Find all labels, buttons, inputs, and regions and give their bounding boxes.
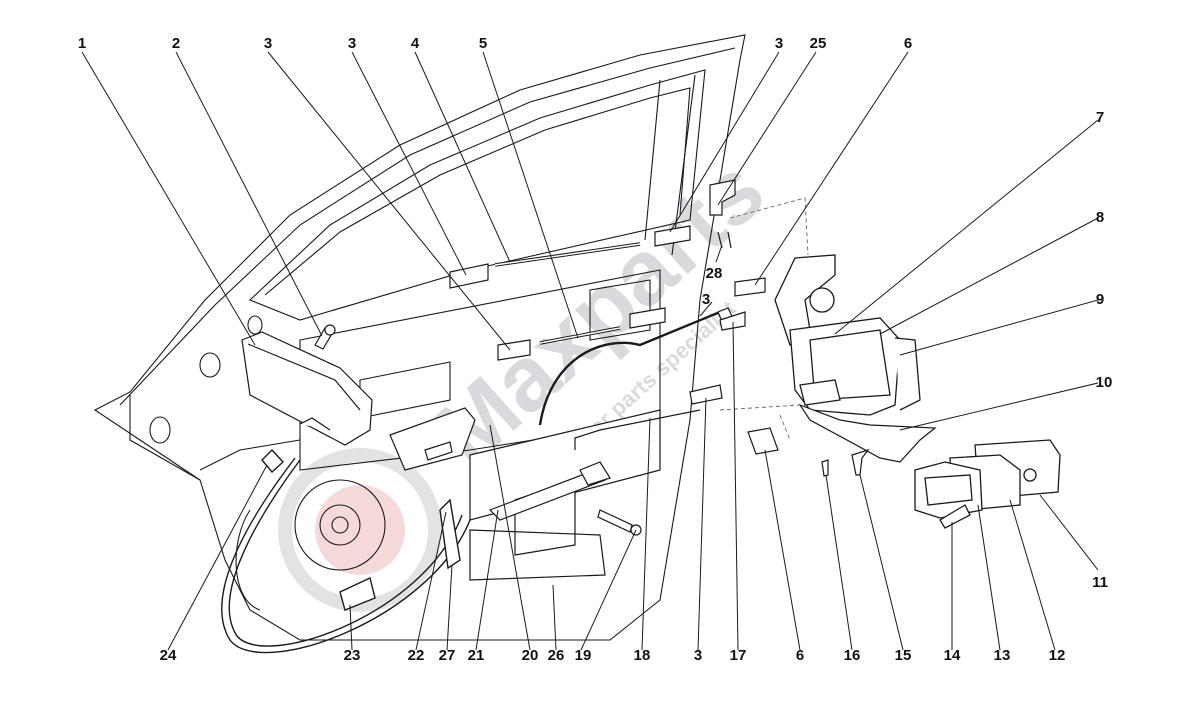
callout-3: 3 [701,291,711,308]
callout-19: 19 [574,647,592,664]
callout-21: 21 [467,647,485,664]
door-shell [93,34,746,641]
callout-14: 14 [943,647,961,664]
callout-25: 25 [809,35,827,52]
callout-18: 18 [633,647,651,664]
trim-panel [241,331,373,446]
callout-6: 6 [903,35,913,52]
bolt-2 [314,324,336,350]
callout-3: 3 [693,647,703,664]
cable-loop [221,448,471,654]
callout-28: 28 [705,265,723,282]
door-mechanism [389,307,746,581]
callout-26: 26 [547,647,565,664]
callout-23: 23 [343,647,361,664]
screws [821,448,870,477]
callout-3: 3 [263,35,273,52]
callout-17: 17 [729,647,747,664]
door-lock [774,254,921,416]
alignment-lines [719,197,809,441]
callout-8: 8 [1095,209,1105,226]
callout-1: 1 [77,35,87,52]
callout-9: 9 [1095,291,1105,308]
callout-3: 3 [347,35,357,52]
hinge-parts [914,439,1061,529]
callout-10: 10 [1095,374,1113,391]
callout-27: 27 [438,647,456,664]
callout-24: 24 [159,647,177,664]
callout-4: 4 [410,35,420,52]
callout-11: 11 [1092,574,1108,591]
callout-5: 5 [478,35,488,52]
callout-13: 13 [993,647,1011,664]
callout-6: 6 [795,647,805,664]
callout-3: 3 [774,35,784,52]
callout-12: 12 [1048,647,1066,664]
bolt-19 [597,509,642,536]
callout-16: 16 [843,647,861,664]
leader-lines [81,51,1099,651]
callout-2: 2 [171,35,181,52]
callout-15: 15 [894,647,912,664]
sill-plate [798,403,937,463]
callout-7: 7 [1095,109,1105,126]
callout-22: 22 [407,647,425,664]
callout-20: 20 [521,647,539,664]
watermark-logo [278,448,442,612]
